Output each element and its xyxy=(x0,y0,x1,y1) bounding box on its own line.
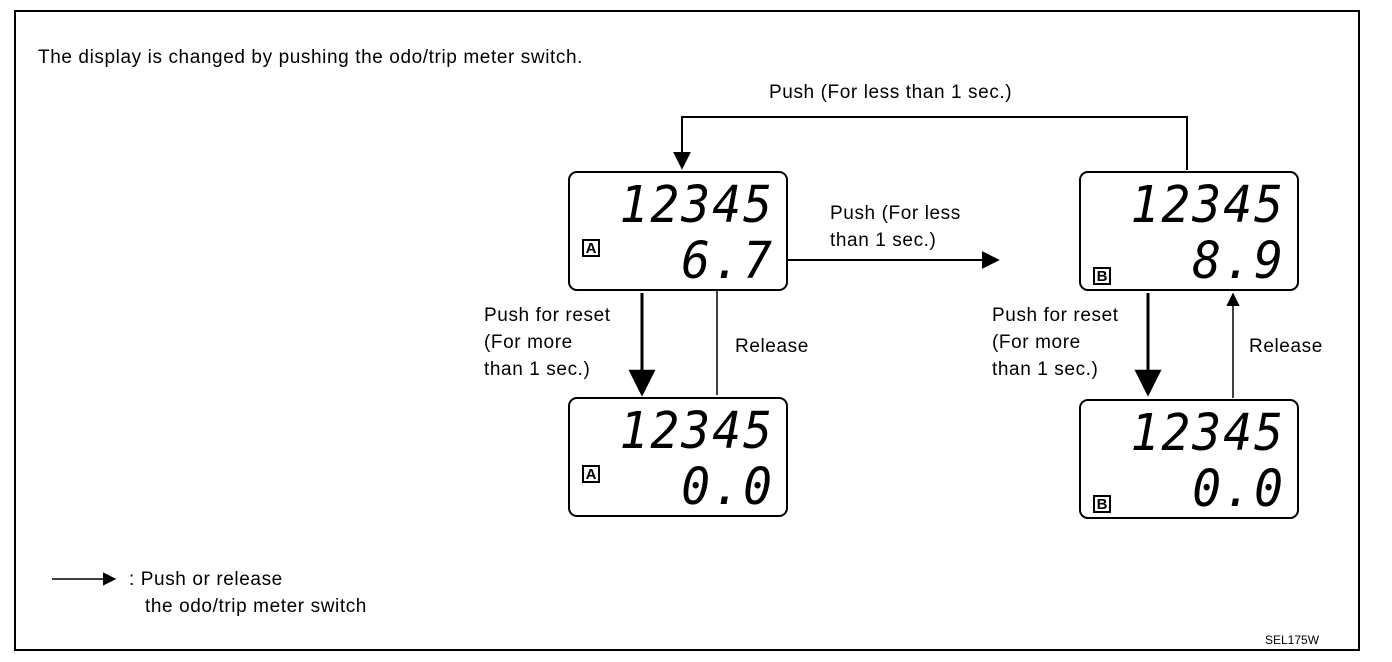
trip-mode-badge: A xyxy=(582,239,600,257)
display-a-trip: 12345 A 6.7 xyxy=(568,171,788,291)
odometer-reading: 12345 xyxy=(1130,403,1285,463)
left-release-label: Release xyxy=(735,336,809,357)
top-arrow-label: Push (For less than 1 sec.) xyxy=(769,82,1013,103)
display-b-reset: 12345 B 0.0 xyxy=(1079,399,1299,519)
trip-mode-badge: B xyxy=(1093,267,1111,285)
left-reset-label-line1: Push for reset xyxy=(484,305,611,326)
trip-reading: 0.0 xyxy=(681,457,774,517)
intro-text: The display is changed by pushing the od… xyxy=(38,47,584,68)
right-reset-label-line3: than 1 sec.) xyxy=(992,359,1099,380)
display-a-reset: 12345 A 0.0 xyxy=(568,397,788,517)
figure-frame xyxy=(14,10,1360,651)
right-reset-label-line1: Push for reset xyxy=(992,305,1119,326)
trip-mode-badge: B xyxy=(1093,495,1111,513)
right-reset-label-line2: (For more xyxy=(992,332,1081,353)
display-b-trip: 12345 B 8.9 xyxy=(1079,171,1299,291)
odometer-reading: 12345 xyxy=(619,175,774,235)
top-loop-arrow xyxy=(673,116,1188,170)
legend-line1: : Push or release xyxy=(129,569,283,590)
odometer-reading: 12345 xyxy=(1130,175,1285,235)
trip-reading: 6.7 xyxy=(681,231,774,291)
legend-line2: the odo/trip meter switch xyxy=(145,596,367,617)
trip-mode-badge: A xyxy=(582,465,600,483)
left-reset-label-line2: (For more xyxy=(484,332,573,353)
odometer-reading: 12345 xyxy=(619,401,774,461)
trip-reading: 0.0 xyxy=(1192,459,1285,519)
left-reset-label-line3: than 1 sec.) xyxy=(484,359,591,380)
trip-reading: 8.9 xyxy=(1192,231,1285,291)
right-release-label: Release xyxy=(1249,336,1323,357)
figure-code: SEL175W xyxy=(1265,633,1320,647)
middle-arrow-label-line1: Push (For less xyxy=(830,203,961,224)
middle-arrow-label-line2: than 1 sec.) xyxy=(830,230,937,251)
